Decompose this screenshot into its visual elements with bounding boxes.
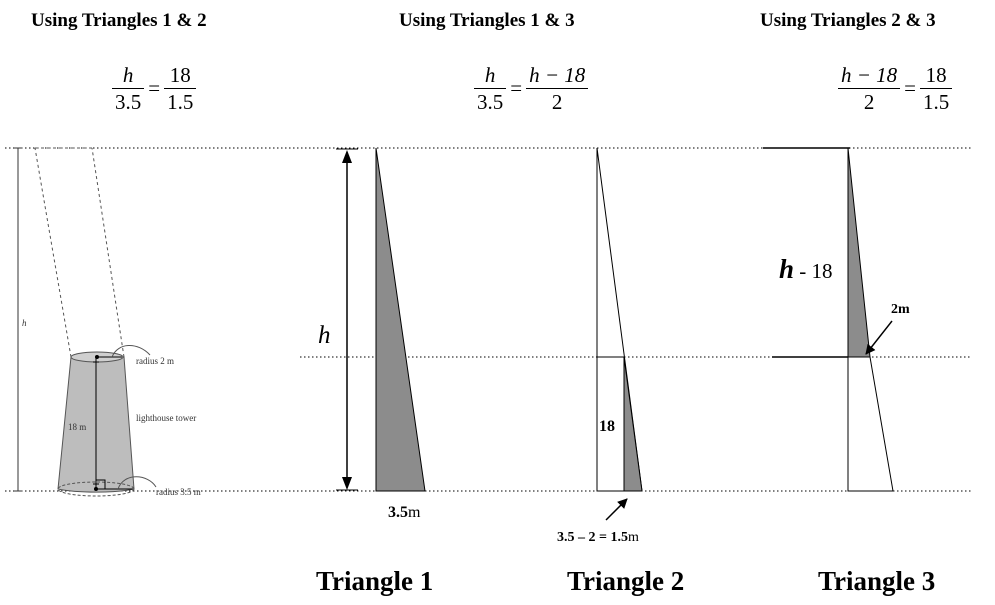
triangle-1-h-label: h <box>318 322 331 349</box>
tower-bottom-radius-label: radius 3.5 m <box>156 487 201 497</box>
triangle-3-h-rest: - 18 <box>794 259 833 283</box>
formula-2-equals: = <box>510 76 523 101</box>
formula-3-rhs-den: 1.5 <box>923 90 950 115</box>
cone-extension-right <box>91 147 125 358</box>
formula-1-rhs-den: 1.5 <box>167 90 194 115</box>
tower-h-label: h <box>22 318 27 328</box>
triangle-2-base-value: 1.5 <box>610 530 628 545</box>
triangle-2-shaded <box>623 356 643 492</box>
triangle-1-base-unit: m <box>408 504 421 521</box>
lighthouse-tower-figure <box>14 147 157 497</box>
tower-name-label: lighthouse tower <box>136 413 197 423</box>
triangle-2-base-unit: m <box>627 530 639 545</box>
triangle-3-h-bold: h <box>779 254 795 284</box>
formula-3-lhs-num: h − 18 <box>838 62 901 90</box>
triangle-3-shaded <box>847 147 871 358</box>
right-angle-marker <box>95 479 106 490</box>
bottom-radius-callout <box>117 476 157 490</box>
formula-3-rhs-num: 18 <box>920 62 953 90</box>
triangle-1-shape <box>375 147 426 492</box>
triangle-3-title: Triangle 3 <box>818 566 936 596</box>
triangle-1-base-value: 3.5 <box>388 504 408 521</box>
formula-2-rhs-num: h − 18 <box>526 62 589 90</box>
triangle-1-figure <box>336 147 426 492</box>
formula-2-lhs-den: 3.5 <box>477 90 504 115</box>
triangle-2-figure <box>596 147 643 521</box>
formula-2-lhs-num: h <box>474 62 507 90</box>
tower-height-label: 18 m <box>68 422 87 432</box>
formula-1-rhs-num: 18 <box>164 62 197 90</box>
triangle-3-base-label: 2m <box>891 302 910 317</box>
triangle-2-base-arrow <box>605 498 628 521</box>
triangle-2-base-label: 3.5 – 2 = 1.5m <box>557 530 639 546</box>
formula-1-lhs-num: h <box>112 62 145 90</box>
tower-top-radius-label: radius 2 m <box>136 356 174 366</box>
triangle-2-base-expr: 3.5 – 2 = <box>557 530 611 545</box>
triangle-3-height-label: h - 18 <box>779 254 833 285</box>
header-triangles-1-2: Using Triangles 1 & 2 <box>31 10 207 31</box>
formula-1-equals: = <box>148 76 161 101</box>
triangle-2-title: Triangle 2 <box>567 566 685 596</box>
formula-2-rhs-den: 2 <box>551 90 563 115</box>
tower-bottom-ellipse <box>57 481 135 497</box>
triangle-1-base-label: 3.5m <box>388 504 420 522</box>
triangle-3-base-arrow <box>865 320 893 355</box>
triangle-3-lower-outline <box>847 356 894 492</box>
header-triangles-2-3: Using Triangles 2 & 3 <box>760 10 936 31</box>
triangle-1-title: Triangle 1 <box>316 566 434 596</box>
top-radius-callout <box>111 345 151 358</box>
header-triangles-1-3: Using Triangles 1 & 3 <box>399 10 575 31</box>
formula-3-lhs-den: 2 <box>863 90 875 115</box>
triangle-3-figure <box>763 147 894 492</box>
formula-1-lhs-den: 3.5 <box>115 90 142 115</box>
triangle-2-side-label: 18 <box>599 418 615 435</box>
cone-extension-left <box>34 147 72 358</box>
formula-3-equals: = <box>904 76 917 101</box>
